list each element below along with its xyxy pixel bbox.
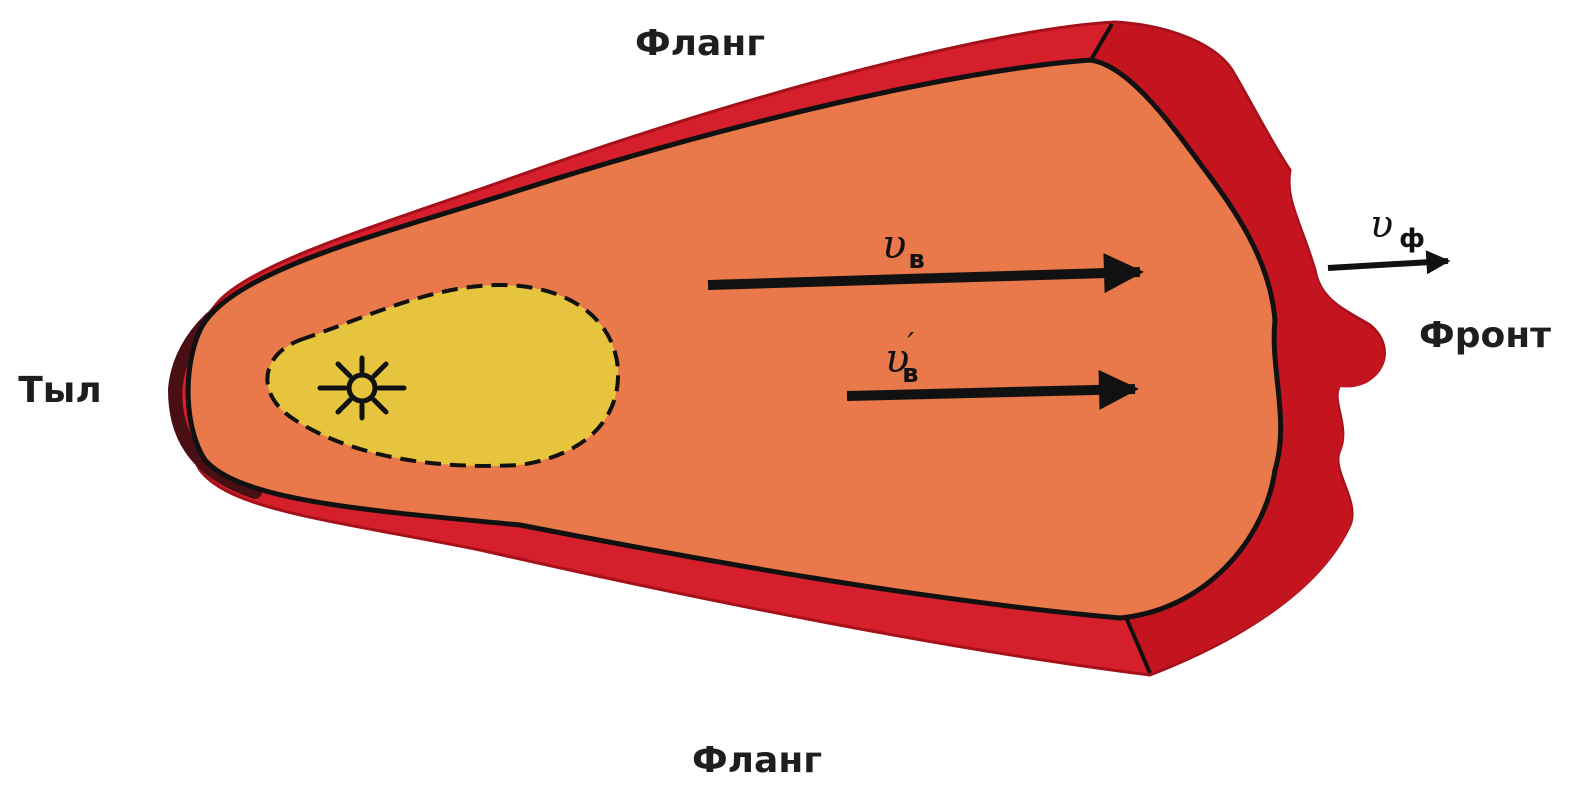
wind-reduced-velocity-label: υ′в — [885, 327, 919, 389]
flank-top-label: Фланг — [635, 23, 765, 64]
front-label: Фронт — [1419, 315, 1551, 356]
wind-reduced-velocity-arrow — [847, 389, 1135, 396]
rear-label: Тыл — [18, 370, 101, 411]
front-velocity-arrow — [1328, 261, 1448, 268]
flank-bottom-label: Фланг — [692, 740, 822, 781]
